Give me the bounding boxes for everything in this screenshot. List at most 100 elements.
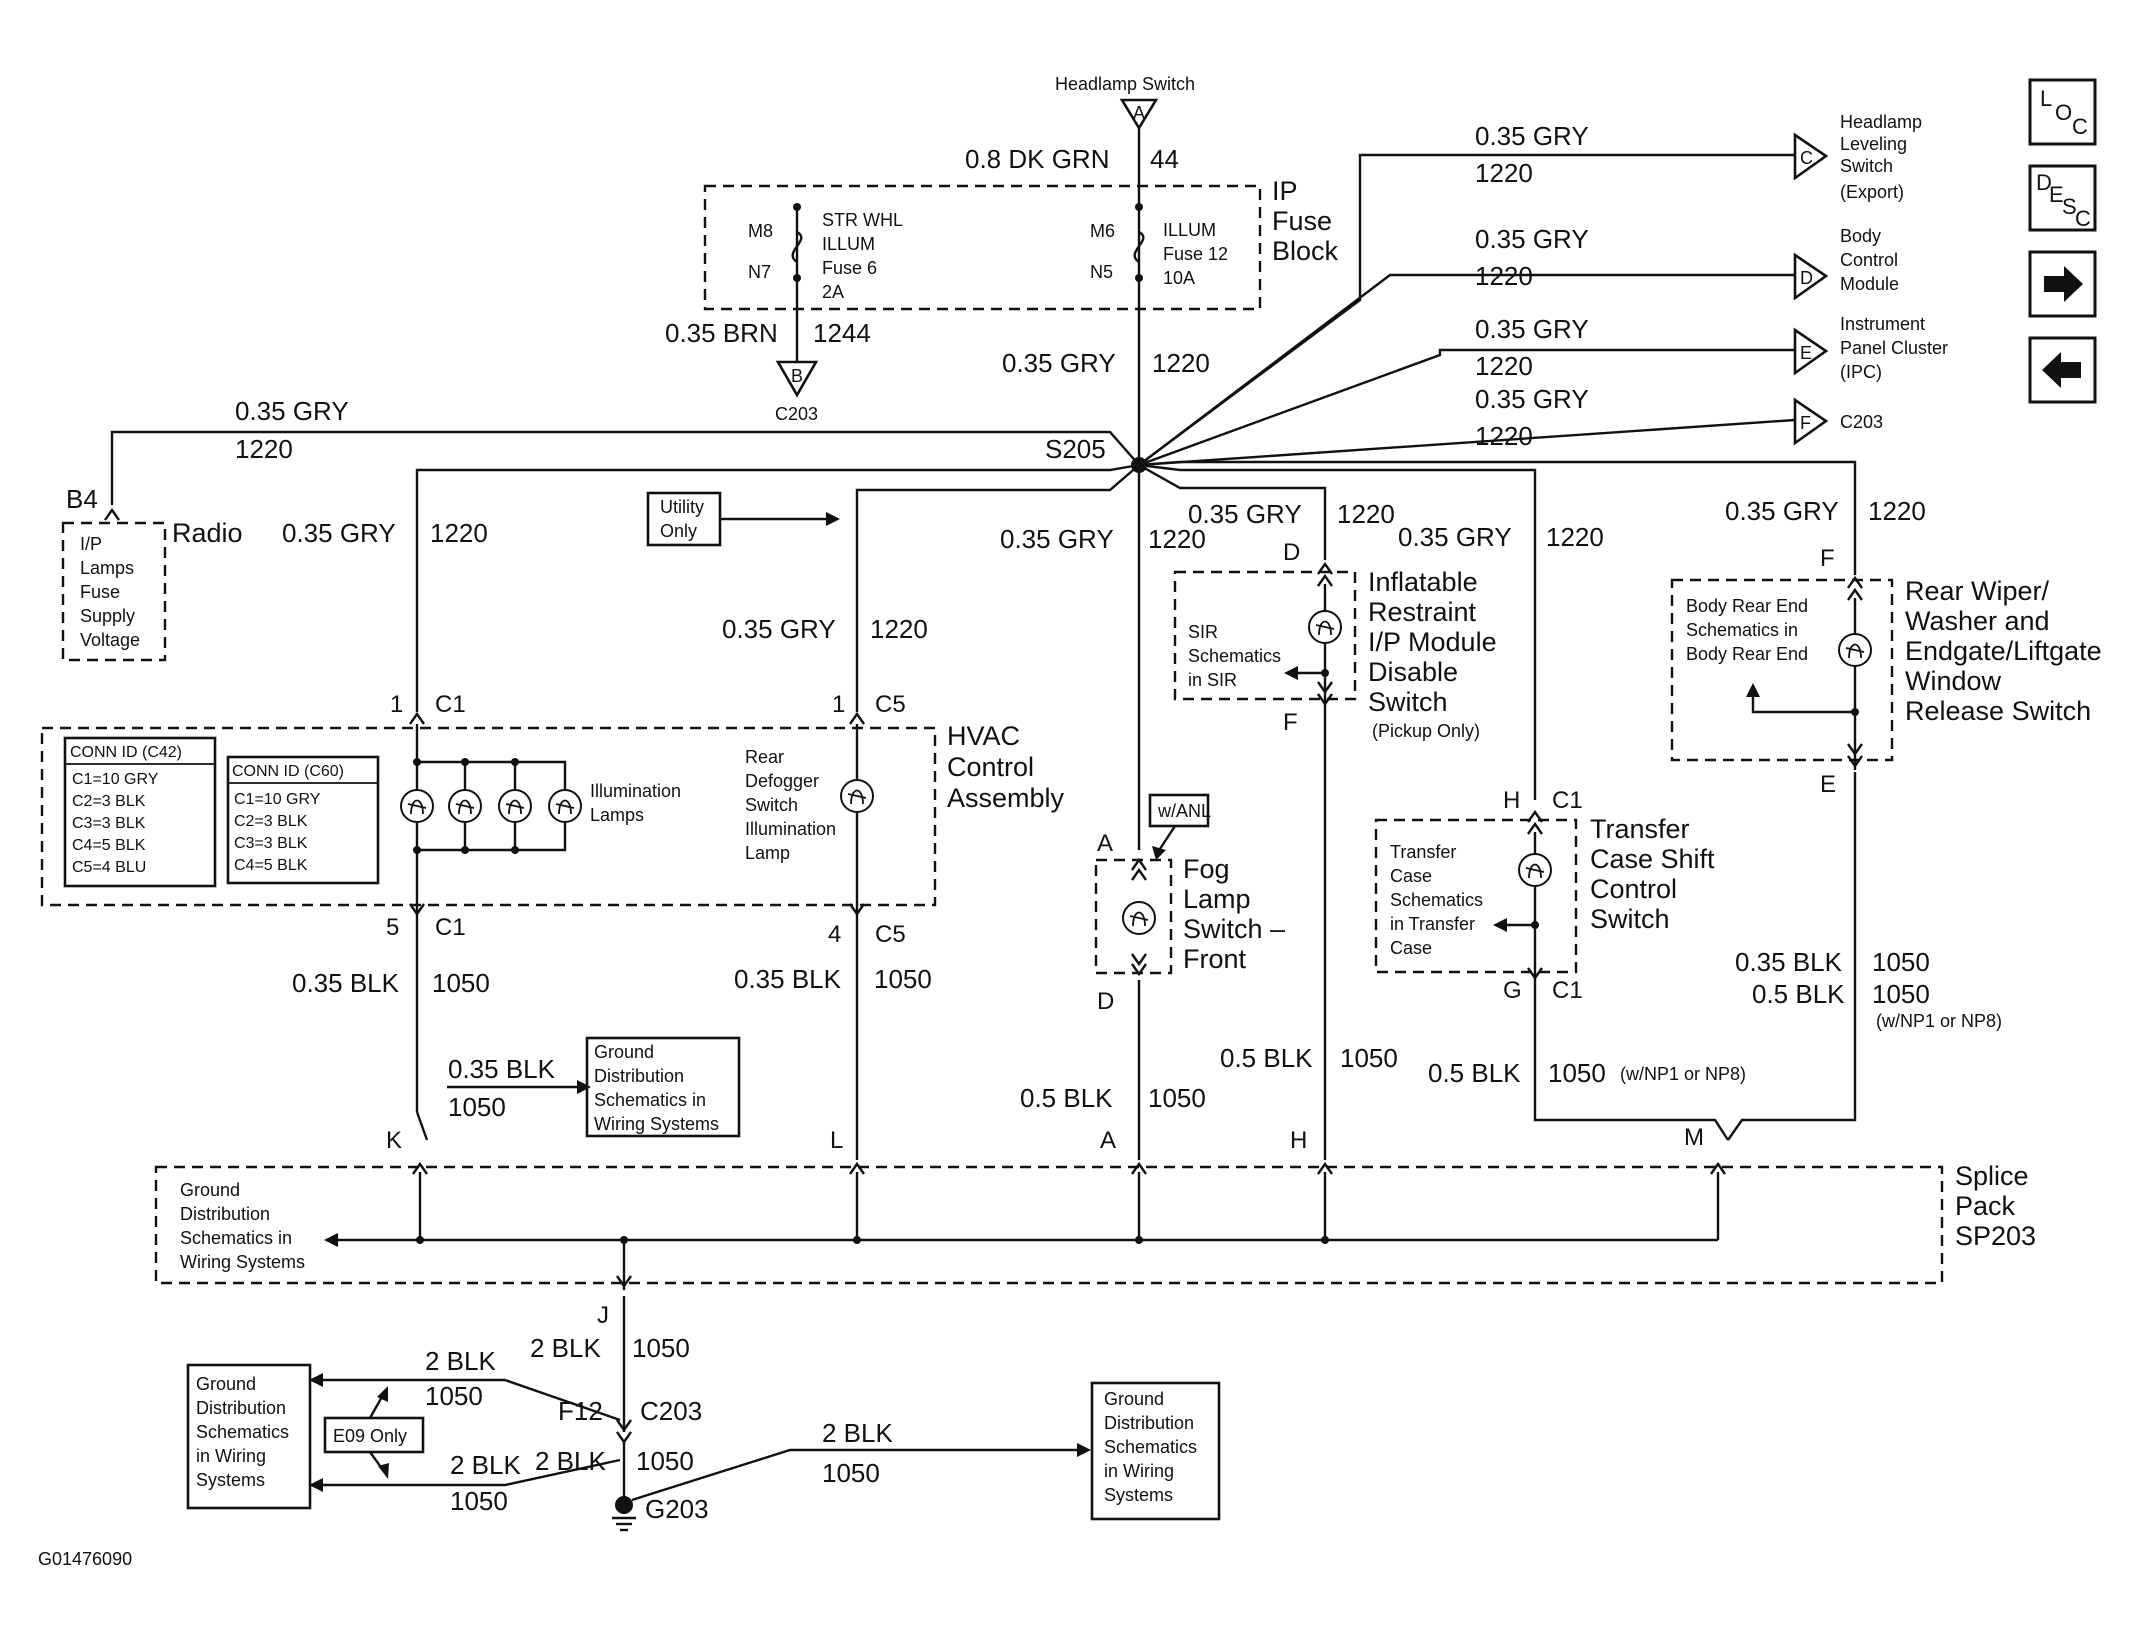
defog-label-4: Illumination <box>745 819 836 839</box>
output-d-circuit: 1220 <box>1475 261 1533 291</box>
j-wire-color: 2 BLK <box>530 1333 601 1363</box>
c42-header: CONN ID (C42) <box>70 744 182 761</box>
c60-row-1: C1=10 GRY <box>234 791 321 808</box>
output-e-circuit: 1220 <box>1475 351 1533 381</box>
fuse-6-pin-out: N7 <box>748 262 771 282</box>
loc-button[interactable]: L O C <box>2028 78 2097 146</box>
fog-pin-bot: D <box>1097 988 1114 1015</box>
output-e-line-1: Instrument <box>1840 314 1925 334</box>
splice-pin-j: J <box>597 1302 609 1329</box>
svg-text:E: E <box>2049 182 2064 207</box>
fuse-12-line-2: Fuse 12 <box>1163 244 1228 264</box>
radio-component: B4 Radio I/P Lamps Fuse Supply Voltage <box>61 484 243 662</box>
prev-arrow-button[interactable] <box>2028 336 2097 404</box>
gds-note-k: Ground Distribution Schematics in Wiring… <box>447 1036 741 1138</box>
output-f-line-1: C203 <box>1840 412 1883 432</box>
splice-pin-a: A <box>1100 1127 1116 1154</box>
output-c-line-1: Headlamp <box>1840 112 1922 132</box>
splice-s205-label: S205 <box>1045 434 1106 464</box>
output-d-line-2: Control <box>1840 250 1898 270</box>
output-d-wire: 0.35 GRY <box>1475 224 1589 254</box>
splice-gds-line-1: Ground <box>180 1180 240 1200</box>
rear-wiper-switch: F E Body Rear End Schematics in Body Rea… <box>1670 545 2102 798</box>
inflatable-title-2: Restraint <box>1368 597 1477 627</box>
rear-wiper-pin-bot: E <box>1820 771 1836 798</box>
headlamp-switch-pin: A <box>1133 103 1145 123</box>
rear-wiper-title-4: Window <box>1905 666 2002 696</box>
output-body-control-module: 0.35 GRY 1220 D Body Control Module <box>1475 224 1899 301</box>
c203-b-connector <box>775 360 819 398</box>
gds-k-wire-color: 0.35 BLK <box>448 1054 556 1084</box>
utility-line-2: Only <box>660 521 697 541</box>
output-e-wire: 0.35 GRY <box>1475 314 1589 344</box>
hvac-control-assembly: HVAC Control Assembly 1 C1 1 C5 Illumina… <box>40 691 1065 948</box>
rear-wiper-ground-color-1: 0.35 BLK <box>1735 947 1843 977</box>
fuse-6-line-4: 2A <box>822 282 844 302</box>
gds-left-line-5: Systems <box>196 1470 265 1490</box>
transfer-title-3: Control <box>1590 874 1677 904</box>
defog-label-2: Defogger <box>745 771 819 791</box>
fuse-6-line-2: ILLUM <box>822 234 875 254</box>
hvac-c5-top-pin: 1 <box>832 691 845 718</box>
inflatable-wire-color: 0.35 GRY <box>1188 499 1302 529</box>
hvac-c1-feed <box>415 463 1140 712</box>
radio-line-3: Fuse <box>80 582 120 602</box>
c42-row-2: C2=3 BLK <box>72 793 146 810</box>
output-c203: 0.35 GRY 1220 F C203 <box>1475 384 1883 451</box>
radio-wire-circuit: 1220 <box>235 434 293 464</box>
rear-wiper-pin-top: F <box>1820 545 1835 572</box>
gds-right-line-3: Schematics <box>1104 1437 1197 1457</box>
gds-left-line-1: Ground <box>196 1374 256 1394</box>
splice-gds-line-2: Distribution <box>180 1204 270 1224</box>
transfer-ground-circuit: 1050 <box>1548 1058 1606 1088</box>
output-c-line-3: Switch <box>1840 156 1893 176</box>
right-arrow-icon <box>2044 266 2083 302</box>
c60-row-4: C4=5 BLK <box>234 857 308 874</box>
radio-line-5: Voltage <box>80 630 140 650</box>
inflatable-bulb <box>1308 610 1342 644</box>
output-c-line-2: Leveling <box>1840 134 1907 154</box>
inflatable-pin-top: D <box>1283 539 1300 566</box>
fog-lamp-switch: w/ANL A D Fog Lamp Switch – Front <box>1094 793 1285 1015</box>
hvac-c5-bot-pin: 4 <box>828 921 841 948</box>
c203-b-label: C203 <box>775 404 818 424</box>
splice-pack-title-2: Pack <box>1955 1191 2016 1221</box>
gds-k-line-4: Wiring Systems <box>594 1114 719 1134</box>
output-e-line-3: (IPC) <box>1840 362 1882 382</box>
fog-title-1: Fog <box>1183 854 1230 884</box>
fog-option: w/ANL <box>1157 801 1211 821</box>
gds-left-line-4: in Wiring <box>196 1446 266 1466</box>
fuse-12-line-3: 10A <box>1163 268 1195 288</box>
gds-k-line-1: Ground <box>594 1042 654 1062</box>
right-output-wires <box>1138 153 1796 467</box>
next-arrow-button[interactable] <box>2028 250 2097 318</box>
desc-button[interactable]: D E S C <box>2028 164 2097 232</box>
defogger-bulb <box>840 779 874 813</box>
conn-id-c42-table <box>63 736 217 888</box>
c42-row-5: C5=4 BLU <box>72 859 146 876</box>
hvac-c1-wire-color: 0.35 GRY <box>282 518 396 548</box>
illumination-bulb-4 <box>548 789 582 823</box>
headlamp-switch-label: Headlamp Switch <box>1055 74 1195 94</box>
gds-left-bot-color: 2 BLK <box>450 1450 521 1480</box>
fuse-block-title-3: Block <box>1272 236 1339 266</box>
output-instrument-panel-cluster: 0.35 GRY 1220 E Instrument Panel Cluster… <box>1475 314 1948 382</box>
hvac-c1-top-pin: 1 <box>390 691 403 718</box>
splice-pin-k: K <box>386 1127 402 1154</box>
trunk-circuit: 44 <box>1150 144 1179 174</box>
gds-k-wire-circuit: 1050 <box>448 1092 506 1122</box>
radio-line-2: Lamps <box>80 558 134 578</box>
output-c-line-4: (Export) <box>1840 182 1904 202</box>
fog-pin-top: A <box>1097 830 1113 857</box>
gds-note-left: Ground Distribution Schematics in Wiring… <box>186 1346 621 1516</box>
transfer-title-2: Case Shift <box>1590 844 1715 874</box>
c60-header: CONN ID (C60) <box>232 763 344 780</box>
rear-wiper-title-3: Endgate/Liftgate <box>1905 636 2102 666</box>
fuse-12-symbol <box>1133 230 1145 263</box>
transfer-wire-color: 0.35 GRY <box>1398 522 1512 552</box>
gds-k-line-2: Distribution <box>594 1066 684 1086</box>
svg-text:L: L <box>2040 86 2052 111</box>
transfer-inner-3: Schematics <box>1390 890 1483 910</box>
rear-wiper-wire-circuit: 1220 <box>1868 496 1926 526</box>
conn-id-c60-table <box>226 755 380 885</box>
